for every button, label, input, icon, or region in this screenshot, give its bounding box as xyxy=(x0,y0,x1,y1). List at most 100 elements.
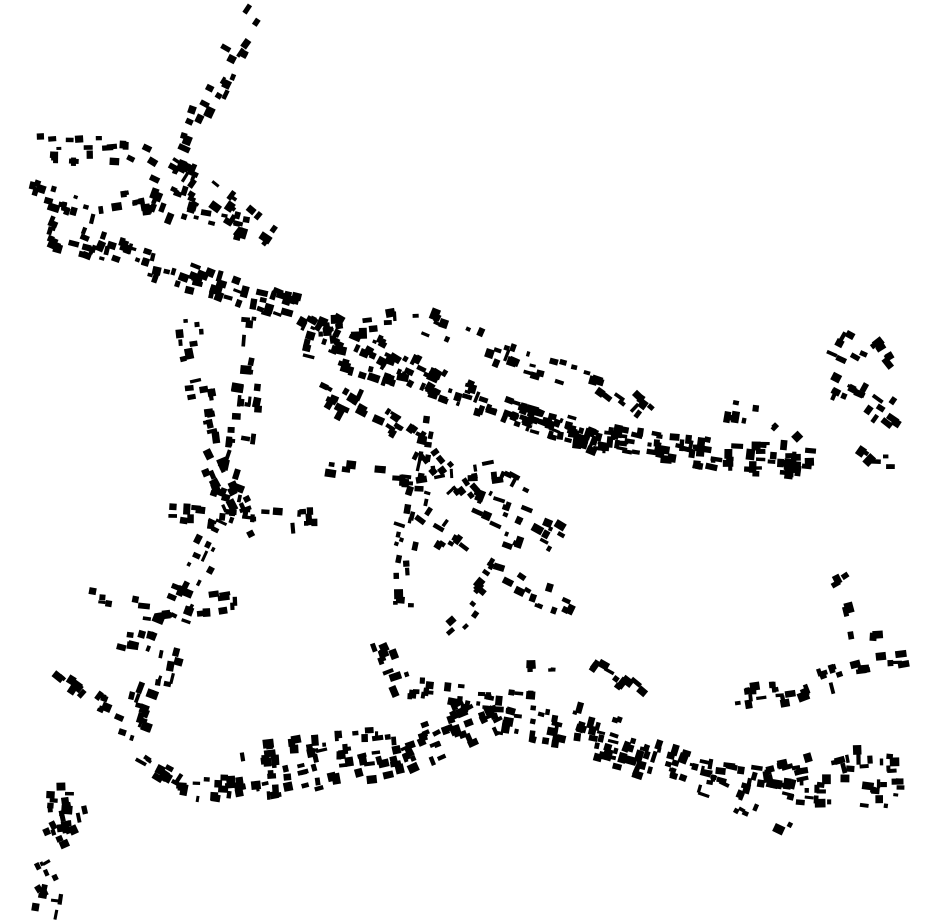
building xyxy=(171,647,181,658)
building xyxy=(458,729,468,740)
building xyxy=(177,143,191,154)
building xyxy=(611,716,619,724)
building xyxy=(240,435,251,442)
building xyxy=(287,738,296,747)
building xyxy=(338,749,346,760)
building xyxy=(248,369,254,375)
building xyxy=(617,398,626,407)
building xyxy=(472,576,486,590)
building xyxy=(151,772,164,784)
building xyxy=(267,773,277,780)
building xyxy=(120,190,130,197)
building xyxy=(443,682,452,692)
building xyxy=(473,464,478,472)
building xyxy=(166,592,177,602)
building xyxy=(296,315,309,329)
building xyxy=(50,828,57,836)
building xyxy=(480,510,493,522)
building xyxy=(175,160,189,174)
building xyxy=(704,462,718,472)
building xyxy=(601,391,613,403)
building xyxy=(145,645,152,652)
building xyxy=(187,190,196,199)
building xyxy=(670,767,677,774)
building xyxy=(377,656,385,666)
building xyxy=(415,475,428,484)
building xyxy=(31,902,40,912)
building xyxy=(545,545,553,553)
building xyxy=(588,734,599,742)
building xyxy=(465,326,472,332)
building xyxy=(362,317,373,324)
building xyxy=(208,590,220,598)
building xyxy=(367,365,374,373)
building xyxy=(520,504,534,514)
building xyxy=(470,610,480,619)
building xyxy=(630,431,643,440)
building xyxy=(391,744,402,755)
building xyxy=(364,727,374,734)
building xyxy=(301,343,312,353)
building xyxy=(78,250,88,259)
building xyxy=(46,790,55,799)
building xyxy=(642,743,651,752)
building xyxy=(251,17,261,27)
building xyxy=(314,784,324,792)
building xyxy=(895,778,903,784)
building xyxy=(154,764,166,776)
building xyxy=(603,742,613,752)
building xyxy=(844,329,856,341)
building xyxy=(828,682,836,695)
building xyxy=(178,339,183,347)
building xyxy=(827,663,836,674)
building xyxy=(448,725,458,737)
building xyxy=(170,267,177,276)
building xyxy=(779,698,791,708)
building xyxy=(55,834,64,843)
building xyxy=(304,330,316,341)
building xyxy=(452,488,461,497)
building xyxy=(195,795,200,803)
building xyxy=(250,780,262,790)
building xyxy=(103,245,111,256)
building xyxy=(71,679,84,691)
building xyxy=(750,764,763,771)
building xyxy=(447,387,453,394)
building xyxy=(492,496,506,504)
building xyxy=(225,509,237,516)
building xyxy=(389,760,400,768)
building xyxy=(680,445,692,453)
building xyxy=(326,771,337,783)
building xyxy=(533,407,546,418)
building xyxy=(189,377,202,384)
building xyxy=(409,754,417,762)
building xyxy=(718,779,730,788)
building xyxy=(770,422,780,432)
building xyxy=(314,777,321,786)
building xyxy=(39,861,45,867)
building xyxy=(261,509,270,515)
building xyxy=(842,606,850,617)
building xyxy=(440,368,449,378)
building xyxy=(241,316,251,323)
building xyxy=(597,658,611,671)
building xyxy=(551,720,563,728)
building xyxy=(337,730,343,739)
building xyxy=(334,322,344,330)
building xyxy=(33,862,42,871)
building xyxy=(677,752,690,765)
building xyxy=(596,730,606,736)
building xyxy=(504,395,515,405)
building xyxy=(869,459,881,464)
building xyxy=(95,135,102,141)
building xyxy=(749,461,754,467)
building xyxy=(463,700,471,710)
building xyxy=(183,503,191,515)
building xyxy=(154,612,164,622)
building xyxy=(512,540,519,547)
building xyxy=(291,291,303,302)
building xyxy=(748,687,757,695)
building xyxy=(424,387,432,394)
building xyxy=(205,418,214,429)
